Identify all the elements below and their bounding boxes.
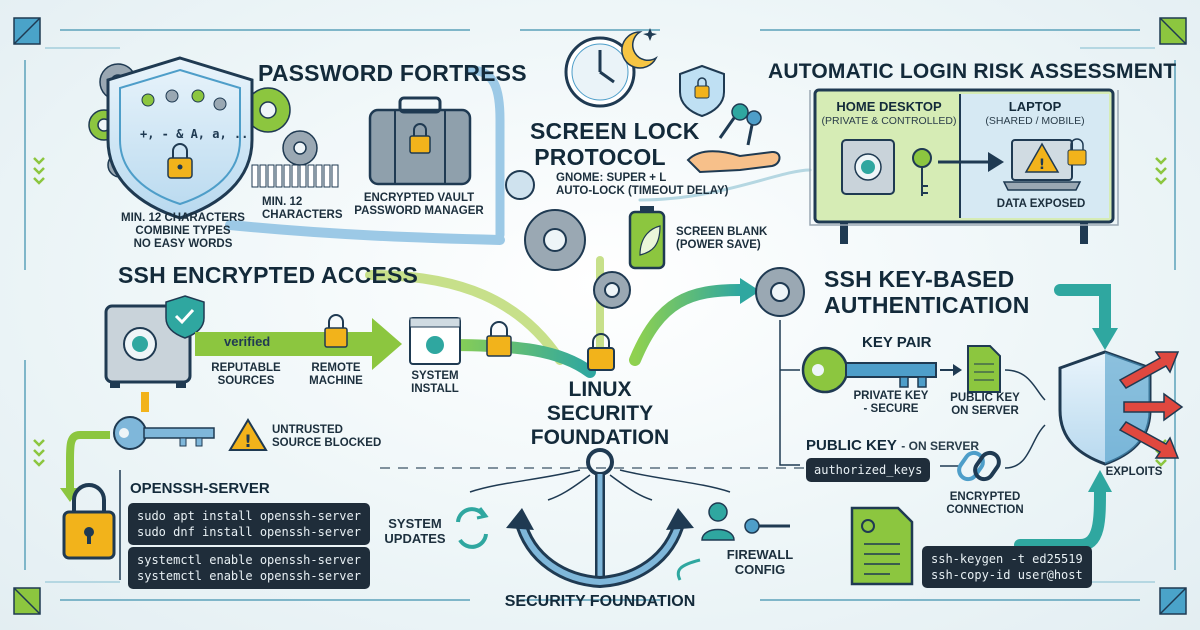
moon-icon: [621, 28, 658, 69]
data-exposed-label: DATA EXPOSED: [996, 198, 1086, 210]
flow-pipes: [225, 65, 1111, 551]
openssh-server-title: OPENSSH-SERVER: [130, 480, 270, 497]
password-fortress-title: PASSWORD FORTRESS: [258, 60, 527, 86]
public-key-on-server-label: PUBLIC KEY ON SERVER: [950, 392, 1020, 418]
shield-character-types: +, - & A, a, ...: [140, 127, 256, 141]
exploits-label: EXPLOITS: [1105, 466, 1163, 478]
connector-lines: [940, 369, 1046, 469]
svg-text:!: !: [1039, 157, 1045, 173]
home-desktop-panel: HOME DESKTOP (PRIVATE & CONTROLLED): [818, 99, 960, 127]
chain-link-icon: [957, 450, 1001, 482]
enable-cmd-1: systemctl enable openssh-server: [137, 553, 361, 567]
rule-combine: COMBINE TYPES: [135, 225, 231, 238]
screen-blank-label: SCREEN BLANK (POWER SAVE): [676, 226, 768, 252]
key-ssh-icon: [113, 392, 215, 450]
enable-cmd-2: systemctl enable openssh-server: [137, 569, 361, 584]
linux-security-foundation-title: LINUX SECURITY FOUNDATION: [530, 378, 670, 450]
system-updates-label: SYSTEM UPDATES: [384, 516, 446, 546]
keygen-cmd: ssh-keygen -t ed25519: [931, 552, 1083, 566]
private-key-label: PRIVATE KEY - SECURE: [853, 390, 929, 416]
authorized-keys-file: authorized_keys: [814, 463, 923, 477]
user-key-icon: [676, 502, 790, 581]
key-pair-label: KEY PAIR: [862, 334, 932, 351]
reputable-sources-label: REPUTABLE SOURCES: [211, 362, 281, 388]
arrow-to-pubkey: [940, 364, 962, 376]
root-curves: [469, 469, 731, 501]
laptop-title: LAPTOP: [1008, 99, 1062, 114]
small-shield-lock-icon: [679, 64, 725, 118]
ssh-key-gear: [755, 267, 805, 317]
center-lock-icon: [587, 333, 615, 371]
laptop-panel: LAPTOP (SHARED / MOBILE): [962, 99, 1108, 127]
install-cmd-dnf: sudo dnf install openssh-server: [137, 525, 361, 540]
home-desktop-title: HOME DESKTOP: [836, 99, 942, 114]
anchor-icon: [506, 448, 694, 589]
firewall-config-label: FIREWALL CONFIG: [726, 547, 794, 577]
remote-machine-label: REMOTE MACHINE: [309, 362, 363, 388]
screen-lock-title: SCREEN LOCK PROTOCOL: [530, 118, 700, 171]
encrypted-connection-label: ENCRYPTED CONNECTION: [946, 491, 1024, 517]
fence-icon: [251, 164, 339, 188]
verified-badge: verified: [224, 334, 271, 349]
flow-arrowheads: [740, 278, 1118, 492]
hand-icon: [686, 150, 781, 174]
key-pair-icon: [801, 346, 937, 394]
verified-shield-icon: [165, 295, 205, 339]
rule-min-chars: MIN. 12 CHARACTERS: [121, 212, 245, 224]
install-cmd-apt: sudo apt install openssh-server: [137, 509, 361, 523]
refresh-icon: [456, 507, 489, 549]
safe-icon-home: [841, 139, 895, 195]
install-commands-terminal[interactable]: sudo apt install openssh-server sudo dnf…: [128, 503, 370, 546]
clock-icon: [564, 36, 636, 108]
screen-lock-details: GNOME: SUPER + L AUTO-LOCK (TIMEOUT DELA…: [556, 172, 729, 198]
password-rules: MIN. 12 CHARACTERS COMBINE TYPES NO EASY…: [118, 212, 248, 252]
public-key-heading: PUBLIC KEY - ON SERVER: [806, 437, 979, 455]
side-chevrons: [33, 157, 1167, 467]
ssh-key-title: SSH KEY-BASED AUTHENTICATION: [824, 266, 1030, 319]
untrusted-label: UNTRUSTED SOURCE BLOCKED: [272, 424, 382, 450]
document-icon: [967, 345, 1001, 393]
rule-no-easy: NO EASY WORDS: [133, 238, 233, 251]
laptop-warning-icon: !: [1002, 138, 1087, 191]
enable-commands-terminal[interactable]: systemctl enable openssh-server systemct…: [128, 547, 370, 590]
copy-id-cmd: ssh-copy-id user@host: [931, 568, 1083, 583]
corner-squares: [13, 17, 1187, 615]
keygen-terminal[interactable]: ssh-keygen -t ed25519 ssh-copy-id user@h…: [922, 546, 1092, 589]
battery-leaf-icon: [628, 206, 666, 270]
lock-install-icon: [486, 321, 512, 357]
home-desktop-sub: (PRIVATE & CONTROLLED): [821, 114, 957, 127]
big-padlock-icon: [62, 483, 116, 560]
warning-untrusted-icon: !: [228, 418, 268, 452]
system-install-label: SYSTEM INSTALL: [411, 370, 459, 396]
exploit-arrows: [1118, 351, 1184, 459]
key-branch-line: [779, 320, 800, 466]
arrow-home-to-laptop: [938, 152, 1004, 172]
laptop-sub: (SHARED / MOBILE): [985, 114, 1085, 127]
vault-briefcase-icon: [368, 96, 472, 186]
keygen-document-icon: [850, 506, 914, 586]
keys-icon: [718, 103, 762, 146]
public-key-title: PUBLIC KEY: [806, 437, 897, 454]
screen-lock-gears: [505, 170, 631, 309]
password-shield: [106, 56, 254, 220]
vault-label: ENCRYPTED VAULT PASSWORD MANAGER: [354, 192, 484, 218]
frame-decoration: [24, 29, 1176, 601]
public-key-sub: - ON SERVER: [901, 439, 980, 453]
browser-install-icon: [409, 317, 461, 365]
auto-login-title: AUTOMATIC LOGIN RISK ASSESSMENT: [768, 60, 1177, 83]
authorized-keys-terminal[interactable]: authorized_keys: [806, 458, 931, 483]
key-icon-home: [912, 148, 932, 196]
lock-remote-icon: [324, 314, 348, 348]
svg-text:!: !: [244, 432, 252, 452]
security-foundation-label: SECURITY FOUNDATION: [504, 593, 696, 610]
ssh-access-title: SSH ENCRYPTED ACCESS: [118, 262, 419, 288]
min-chars-label: MIN. 12 CHARACTERS: [262, 196, 343, 222]
